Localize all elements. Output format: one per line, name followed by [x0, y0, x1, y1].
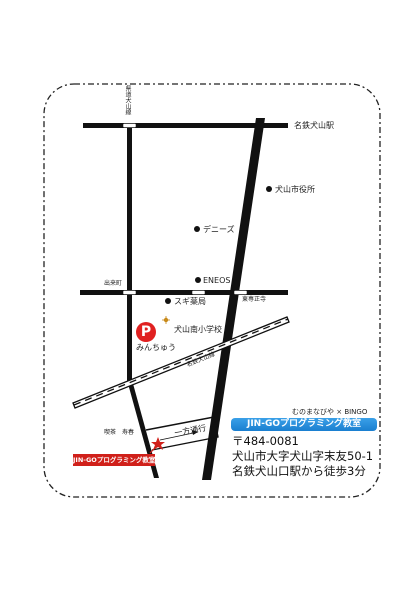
address-postal: 〒484-0081 — [232, 434, 299, 448]
label-parking: みんちゅう — [136, 343, 176, 352]
label-city-hall: 犬山市役所 — [275, 185, 315, 194]
brand-tagline: むのまなびや × BINGO — [292, 408, 368, 416]
dennys-icon — [194, 226, 200, 232]
city-hall-icon — [266, 186, 272, 192]
label-eneos: ENEOS — [203, 276, 231, 285]
road-left-vertical — [127, 123, 132, 381]
brand-logo: JIN-GOプログラミング教室 — [231, 418, 377, 431]
signal-top — [122, 123, 137, 128]
destination-star-icon — [151, 437, 165, 450]
road-main-diagonal — [202, 118, 265, 480]
signal-left — [122, 290, 137, 295]
road-middle — [80, 290, 288, 295]
address-street: 犬山市大字犬山字末友50-1 — [232, 449, 374, 463]
pin-pointer — [149, 446, 157, 454]
label-sugi: スギ薬局 — [174, 297, 206, 306]
label-meitetsu-station: 名鉄犬山駅 — [294, 121, 334, 130]
sugi-icon — [165, 298, 171, 304]
label-dennys: デニーズ — [203, 225, 235, 234]
label-route-top: 県道犬山線 — [124, 85, 131, 115]
label-cafe: 喫茶 寿春 — [104, 429, 135, 436]
eneos-icon — [195, 277, 201, 283]
address-access: 名鉄犬山口駅から徒歩3分 — [232, 464, 366, 478]
signal-right — [233, 290, 248, 295]
parking-icon: P — [136, 322, 156, 342]
railway-line — [72, 316, 290, 409]
pin-label: JIN-GOプログラミング教室 — [73, 454, 155, 466]
label-elementary: 犬山南小学校 — [174, 325, 222, 334]
signal-center — [191, 290, 206, 295]
road-one-way — [145, 416, 219, 451]
school-icon — [162, 316, 170, 324]
road-left-lower — [127, 380, 159, 478]
road-top — [83, 123, 288, 128]
one-way-arrow — [159, 431, 199, 441]
map-frame — [43, 83, 381, 498]
label-intersection-left: 出来町 — [104, 280, 123, 287]
one-way-arrowhead — [192, 430, 198, 435]
label-intersection-right: 東専正寺 — [242, 296, 267, 303]
